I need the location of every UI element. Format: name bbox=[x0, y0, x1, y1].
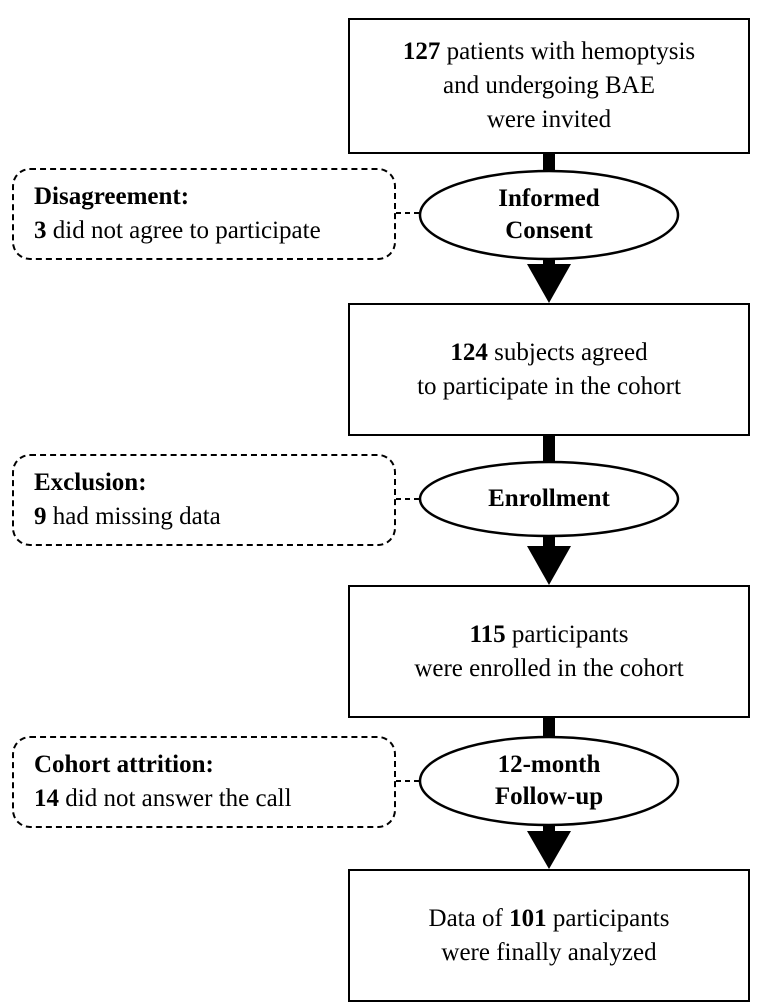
stage-ellipse-follow-up bbox=[418, 735, 680, 827]
stage-label-enrollment: Enrollment bbox=[419, 461, 679, 537]
box-line: were enrolled in the cohort bbox=[414, 654, 684, 682]
stage-ellipse-informed-consent bbox=[418, 169, 680, 261]
box-line: 127 patients with hemoptysis bbox=[402, 38, 696, 66]
box-line: Data of 101 participants bbox=[428, 904, 670, 932]
box-line: 124 subjects agreed bbox=[450, 338, 648, 366]
box-analyzed-participants: Data of 101 participants were finally an… bbox=[348, 869, 750, 1002]
stage-label-follow-up: 12-month Follow-up bbox=[419, 736, 679, 826]
arrowhead bbox=[527, 264, 571, 303]
stage-ellipse-enrollment bbox=[418, 460, 680, 538]
box-line: were invited bbox=[486, 105, 612, 133]
box-line: 115 participants bbox=[469, 620, 629, 648]
box-line: and undergoing BAE bbox=[442, 72, 655, 100]
box-line: were finally analyzed bbox=[441, 938, 657, 966]
box-enrolled-participants: 115 participants were enrolled in the co… bbox=[348, 585, 750, 718]
side-note-detail: 14 did not answer the call bbox=[34, 785, 292, 812]
box-invited-patients: 127 patients with hemoptysis and undergo… bbox=[348, 18, 750, 154]
side-note-exclusion: Exclusion: 9 had missing data bbox=[12, 454, 396, 546]
box-line: to participate in the cohort bbox=[417, 372, 681, 400]
arrowhead bbox=[527, 546, 571, 585]
side-note-heading: Exclusion: bbox=[34, 469, 147, 497]
stage-label-line: Consent bbox=[505, 217, 593, 244]
side-note-detail: 9 had missing data bbox=[34, 503, 221, 530]
stage-label-line: Enrollment bbox=[488, 484, 610, 512]
stage-label-line: 12-month bbox=[497, 750, 601, 778]
side-note-heading: Cohort attrition: bbox=[34, 751, 214, 779]
connector-line bbox=[543, 154, 555, 172]
side-note-detail: 3 did not agree to participate bbox=[34, 217, 321, 244]
side-note-cohort-attrition: Cohort attrition: 14 did not answer the … bbox=[12, 736, 396, 828]
connector-line bbox=[543, 535, 555, 549]
side-note-heading: Disagreement: bbox=[34, 183, 190, 211]
connector-line bbox=[543, 718, 555, 738]
connector-line bbox=[543, 258, 555, 268]
stage-label-informed-consent: Informed Consent bbox=[419, 170, 679, 260]
box-agreed-subjects: 124 subjects agreed to participate in th… bbox=[348, 303, 750, 436]
side-note-disagreement: Disagreement: 3 did not agree to partici… bbox=[12, 168, 396, 260]
stage-label-line: Follow-up bbox=[494, 783, 604, 810]
connector-line bbox=[543, 824, 555, 834]
arrowhead bbox=[527, 831, 571, 869]
connector-line bbox=[543, 436, 555, 463]
stage-label-line: Informed bbox=[498, 184, 600, 212]
